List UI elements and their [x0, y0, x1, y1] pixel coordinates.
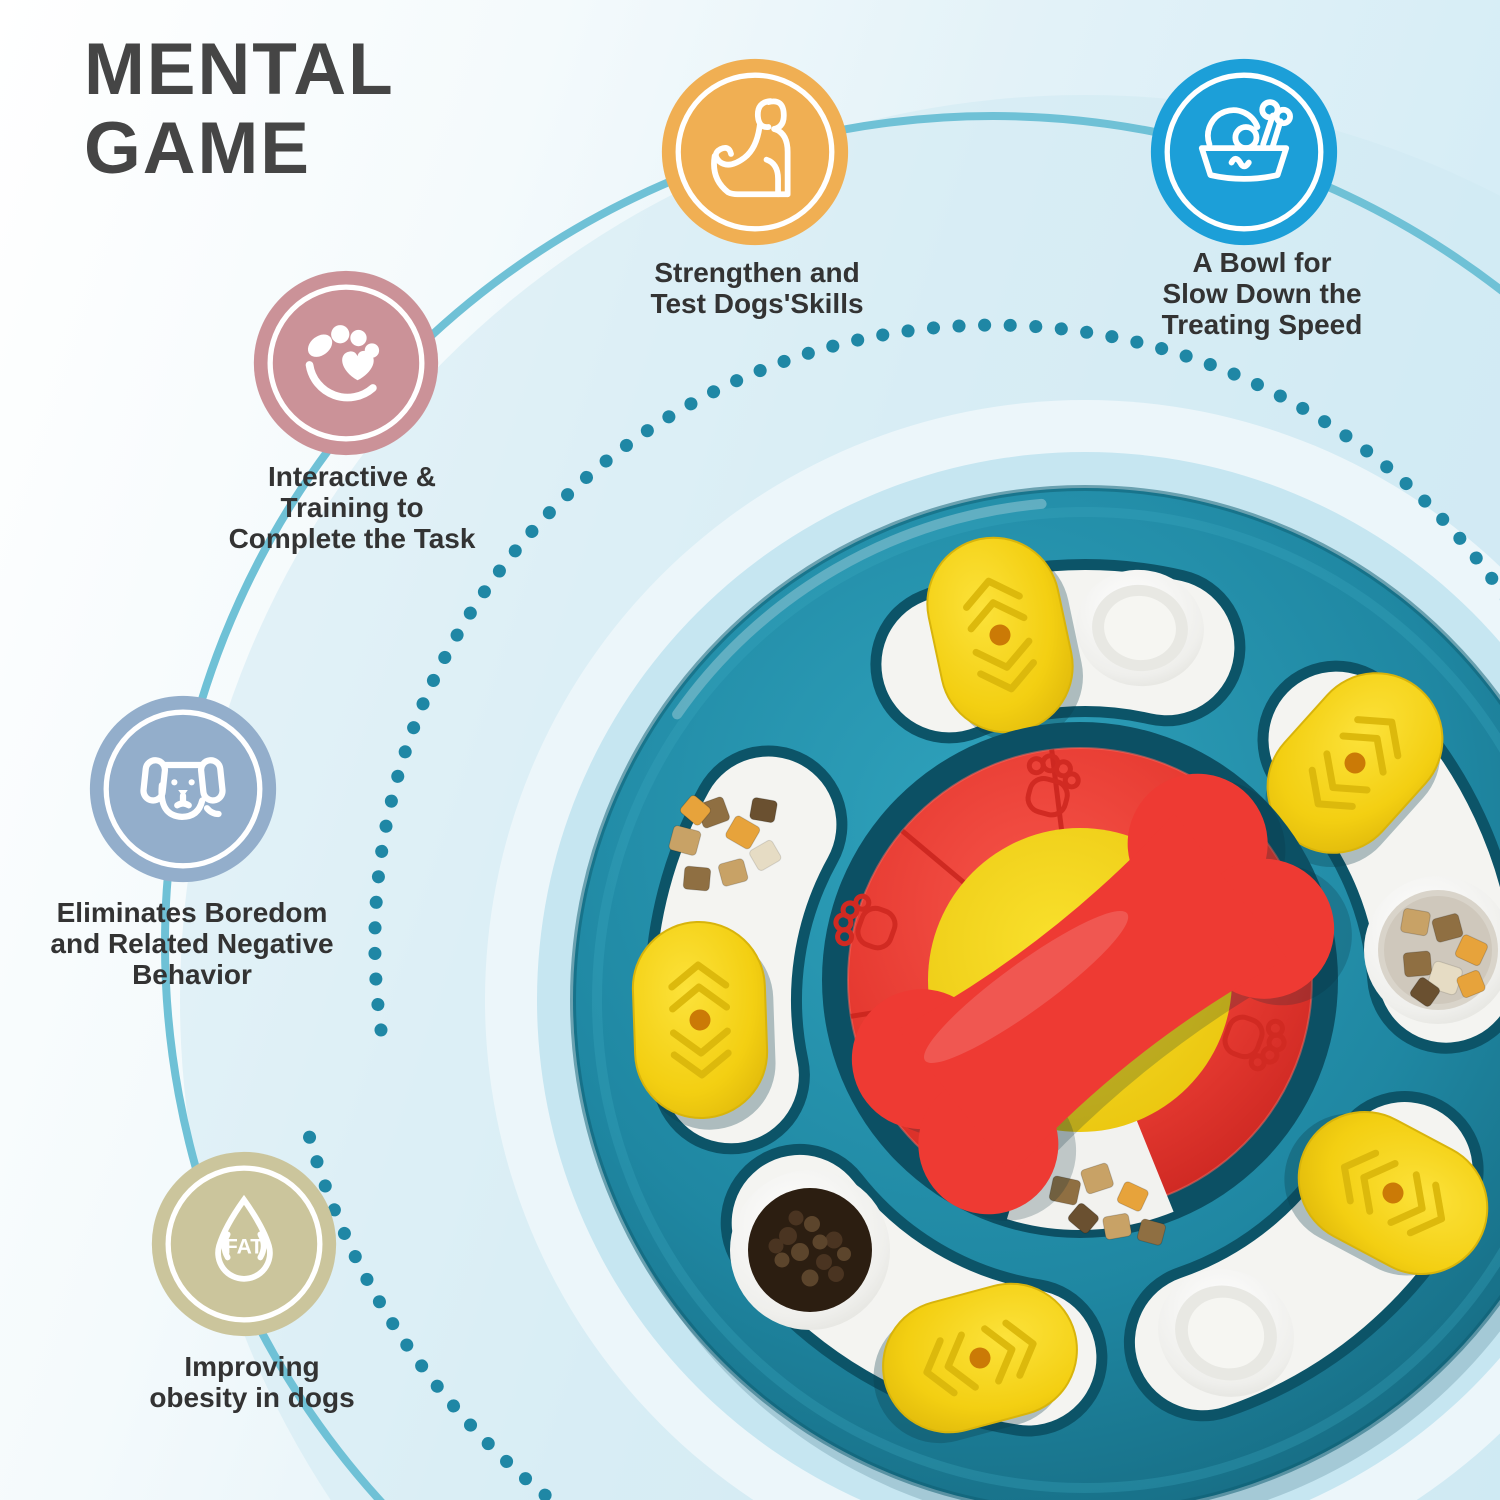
fat-label: FAT: [225, 1236, 263, 1259]
caption-line: Eliminates Boredom: [56, 897, 328, 928]
food-bowl-icon: [1148, 56, 1340, 248]
treat-bowl-right: [1364, 876, 1500, 1024]
feature-interactive-caption: Interactive & Training to Complete the T…: [229, 461, 476, 554]
paw-icon: [250, 267, 442, 459]
orbit-line: [161, 112, 1500, 1500]
dotted-orbit-top: [368, 318, 1500, 1037]
caption-line: Slow Down the: [1162, 278, 1362, 309]
caption-line: Interactive &: [267, 461, 437, 492]
kibble-bowl: [730, 1170, 890, 1330]
title-line-2: GAME: [84, 108, 311, 189]
caption-line: Treating Speed: [1161, 309, 1363, 340]
caption-line: Strengthen and: [654, 257, 860, 288]
treat-cubes: [1400, 908, 1488, 1007]
feature-boredom-caption: Eliminates Boredom and Related Negative …: [50, 897, 333, 990]
dog-puzzle-toy-photo: [570, 485, 1500, 1500]
feature-slow-bowl-caption: A Bowl for Slow Down the Treating Speed: [1162, 247, 1363, 340]
caption-line: Complete the Task: [228, 523, 476, 554]
bone-handle: [851, 773, 1352, 1221]
caption-line: Training to: [280, 492, 424, 523]
sitting-dog-icon: [659, 56, 851, 248]
dog-face-icon: [87, 693, 279, 885]
feature-obesity-caption: Improving obesity in dogs: [149, 1351, 354, 1413]
caption-line: and Related Negative: [50, 928, 334, 959]
title-line-1: MENTAL: [84, 29, 395, 110]
page-title: MENTAL GAME: [84, 30, 395, 188]
fat-drop-icon: FAT: [148, 1148, 340, 1340]
caption-line: Improving: [184, 1351, 320, 1382]
feature-strengthen-caption: Strengthen and Test Dogs'Skills: [650, 257, 863, 319]
caption-line: Behavior: [132, 959, 252, 990]
caption-line: A Bowl for: [1192, 247, 1332, 278]
caption-line: Test Dogs'Skills: [650, 288, 864, 319]
caption-line: obesity in dogs: [149, 1382, 355, 1413]
treat-cubes-left: [668, 794, 782, 892]
treat-cubes-under-bone: [1048, 1162, 1167, 1246]
